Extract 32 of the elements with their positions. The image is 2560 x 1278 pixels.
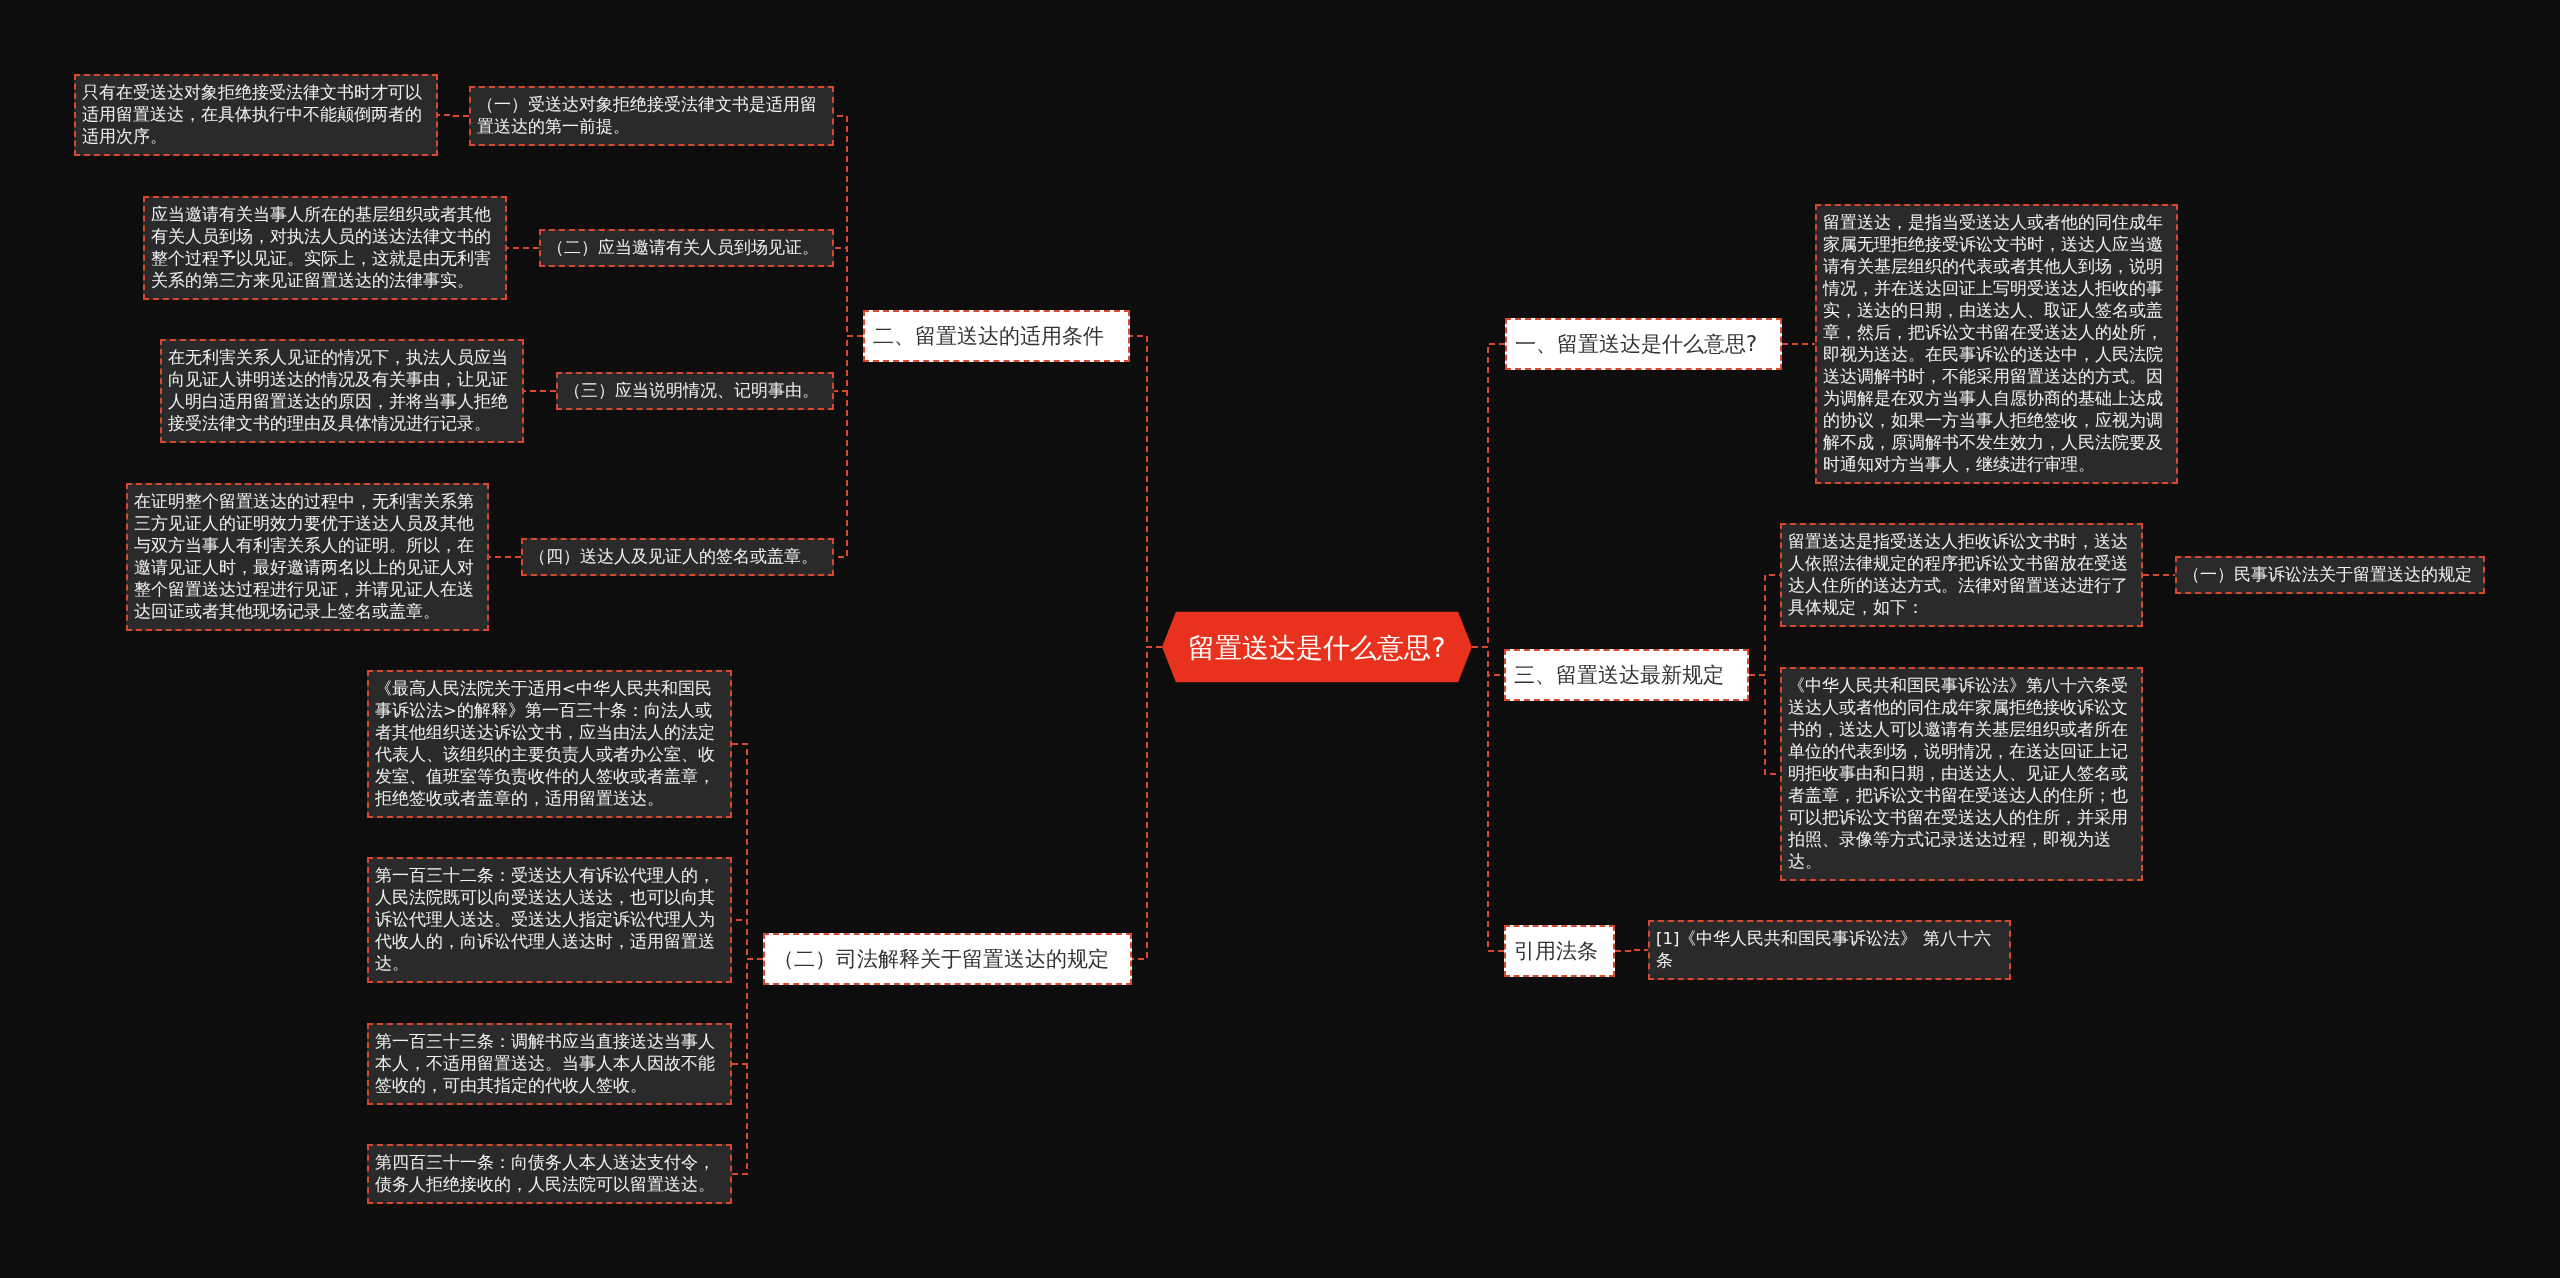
topic-box: （二）司法解释关于留置送达的规定 [763, 933, 1132, 985]
note-box: 在证明整个留置送达的过程中，无利害关系第三方见证人的证明效力要优于送达人员及其他与双方当事人有利害关系人的证明。所以，在邀请见证人时，最好邀请两名以上的见证人对整个留置送达过程进行见证，并请见证人在送达回证或者其他现场记录上签名或盖章。 [126, 483, 489, 631]
note-box: （三）应当说明情况、记明事由。 [556, 372, 834, 410]
note-box: 第四百三十一条：向债务人本人送达支付令，债务人拒绝接收的，人民法院可以留置送达。 [367, 1144, 732, 1204]
note-box: （一）民事诉讼法关于留置送达的规定 [2175, 556, 2485, 594]
note-box: 只有在受送达对象拒绝接受法律文书时才可以适用留置送达，在具体执行中不能颠倒两者的适用次序。 [74, 74, 438, 156]
connector-line [2142, 574, 2176, 576]
note-box: 在无利害关系人见证的情况下，执法人员应当向见证人讲明送达的情况及有关事由，让见证人明白适用留置送达的原因，并将当事人拒绝接受法律文书的理由及具体情况进行记录。 [160, 339, 524, 443]
topic-box: 引用法条 [1504, 925, 1615, 977]
connector-line [1471, 646, 1505, 952]
connector-line [731, 958, 764, 1175]
note-box: 留置送达是指受送达人拒收诉讼文书时，送达人依照法律规定的程序把诉讼文书留放在受送达人住所的送达方式。法律对留置送达进行了具体规定，如下： [1780, 523, 2143, 627]
note-box: 《最高人民法院关于适用<中华人民共和国民事诉讼法>的解释》第一百三十条：向法人或者其他组织送达诉讼文书，应当由法人的法定代表人、该组织的主要负责人或者办公室、收发室、值班室等负责收件的人签收或者盖章，拒绝签收或者盖章的，适用留置送达。 [367, 670, 732, 818]
connector-line [488, 556, 522, 558]
note-box: （二）应当邀请有关人员到场见证。 [539, 229, 834, 267]
note-box: （四）送达人及见证人的签名或盖章。 [521, 538, 834, 576]
note-box: （一）受送达对象拒绝接受法律文书是适用留置送达的第一前提。 [469, 86, 834, 146]
connector-line [437, 114, 470, 117]
topic-box: 一、留置送达是什么意思? [1505, 318, 1782, 370]
note-box: 应当邀请有关当事人所在的基层组织或者其他有关人员到场，对执法人员的送达法律文书的整个过程予以见证。实际上，这就是由无利害关系的第三方来见证留置送达的法律事实。 [143, 196, 507, 300]
connector-line [523, 390, 557, 392]
note-box: [1]《中华人民共和国民事诉讼法》 第八十六条 [1648, 920, 2011, 980]
central-topic: 留置送达是什么意思? [1162, 611, 1472, 683]
connector-line [1614, 949, 1649, 952]
note-box: 第一百三十三条：调解书应当直接送达当事人本人，不适用留置送达。当事人本人因故不能签收的，可由其指定的代收人签收。 [367, 1023, 732, 1105]
note-box: 《中华人民共和国民事诉讼法》第八十六条受送达人或者他的同住成年家属拒绝接收诉讼文书的，送达人可以邀请有关基层组织或者所在单位的代表到场，说明情况，在送达回证上记明拒收事由和日期，由送达人、见证人签名或者盖章，把诉讼文书留在受送达人的住所；也可以把诉讼文书留在受送达人的住所，并采用拍照、录像等方式记录送达过程，即视为送达。 [1780, 667, 2143, 881]
topic-box: 二、留置送达的适用条件 [863, 310, 1130, 362]
connector-line [1781, 343, 1816, 345]
note-box: 第一百三十二条：受送达人有诉讼代理人的，人民法院既可以向受送达人送达，也可以向其诉讼代理人送达。受送达人指定诉讼代理人为代收人的，向诉讼代理人送达时，适用留置送达。 [367, 857, 732, 983]
note-box: 留置送达，是指当受送达人或者他的同住成年家属无理拒绝接受诉讼文书时，送达人应当邀请有关基层组织的代表或者其他人到场，说明情况，并在送达回证上写明受送达人拒收的事实，送达的日期，由送达人、取证人签名或盖章，然后，把诉讼文书留在受送达人的处所，即视为送达。在民事诉讼的送达中，人民法院送达调解书时，不能采用留置送达的方式。因为调解是在双方当事人自愿协商的基础上达成的协议，如果一方当事人拒绝签收，应视为调解不成，原调解书不发生效力，人民法院要及时通知对方当事人，继续进行审理。 [1815, 204, 2178, 484]
topic-box: 三、留置送达最新规定 [1504, 649, 1749, 701]
connector-line [506, 247, 540, 249]
